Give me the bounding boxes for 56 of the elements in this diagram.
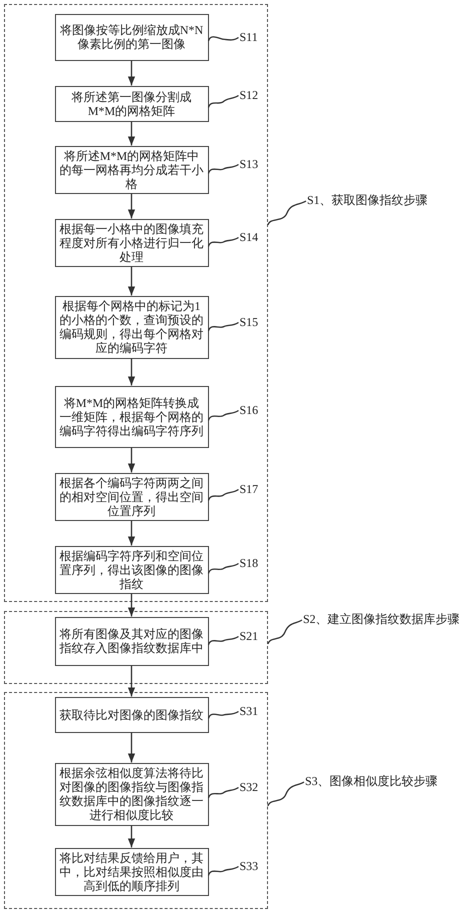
step-label: S3、图像相似度比较步骤 [305,774,438,788]
process-box: 根据余弦相似度算法将待比对图像的图像指纹与图像指纹数据库中的图像指纹逐一进行相似度比较 [54,762,208,826]
process-box: 根据各个编码字符两两之间的相对空间位置，得出空间位置序列 [54,472,208,520]
leader-line [208,236,239,247]
arrow [128,358,136,386]
step-label: S18 [240,556,258,570]
step-label: S1、获取图像指纹步骤 [307,193,428,207]
step-label: S16 [240,402,258,416]
step-label: S17 [240,482,258,496]
arrow [128,448,136,472]
leader-line [208,410,239,421]
arrow [128,520,136,546]
leader-line [208,562,239,574]
leader-line [267,200,306,226]
process-box: 将所述第一图像分割成M*M的网格矩阵 [54,86,208,122]
leader-line [267,619,302,644]
step-label: S31 [240,704,258,718]
leader-line [208,786,239,798]
leader-line [208,322,239,332]
process-box: 根据编码字符序列和空间位置序列，得出该图像的图像指纹 [54,546,208,594]
process-box: 将图像按等比例缩放成N*N像素比例的第一图像 [54,14,208,60]
leader-line [208,710,239,719]
arrow [128,666,136,696]
process-box: 根据每一小格中的图像填充程度对所有小格进行归一化处理 [54,218,208,266]
step-label: S33 [240,858,258,872]
step-label: S15 [240,314,258,328]
step-label: S11 [240,30,258,44]
arrow [128,266,136,296]
process-box: 将所述M*M的网格矩阵中的每一网格再均分成若干小格 [54,146,208,194]
leader-line [267,781,304,806]
dashed-group-frame [4,692,268,909]
step-label: S2、建立图像指纹数据库步骤 [303,612,460,626]
arrow [128,194,136,218]
process-box: 将M*M的网格矩阵转换成一维矩阵，根据每个网格的编码字符得出编码字符序列 [54,386,208,448]
dashed-group-frame [4,611,268,684]
process-box: 获取待比对图像的图像指纹 [54,696,208,732]
leader-line [208,636,239,646]
arrow [128,594,136,616]
process-box: 将比对结果反馈给用户，其中，比对结果按照相似度由高到低的顺序排列 [54,848,208,896]
arrow [128,122,136,146]
arrow [128,60,136,86]
arrow [128,826,136,848]
step-label: S32 [240,780,258,794]
step-label: S14 [240,230,258,244]
dashed-group-frame [4,4,268,602]
step-label: S21 [240,628,258,642]
leader-line [208,164,239,174]
leader-line [208,36,239,42]
process-box: 根据每个网格中的标记为1的小格的个数，查询预设的编码规则，得出每个网格对应的编码字符 [54,296,208,358]
leader-line [208,488,239,501]
leader-line [208,866,239,876]
step-label: S12 [240,88,258,102]
step-label: S13 [240,156,258,170]
arrow [128,732,136,762]
process-box: 将所有图像及其对应的图像指纹存入图像指纹数据库中 [54,616,208,666]
leader-line [208,94,239,108]
